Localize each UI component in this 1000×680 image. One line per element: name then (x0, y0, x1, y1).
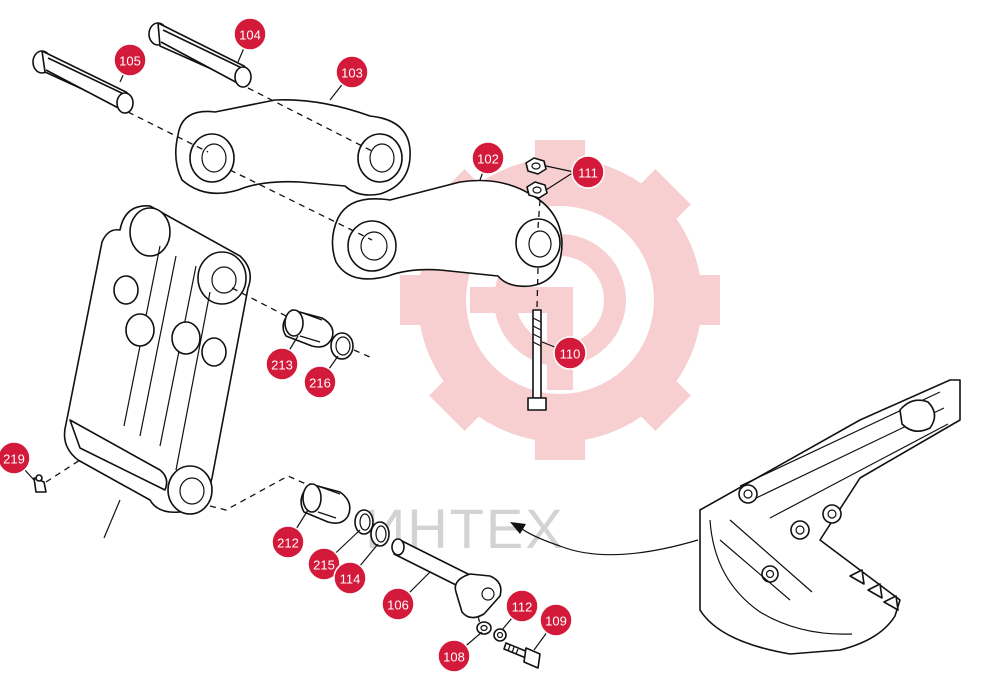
nut-111-upper (525, 157, 547, 175)
excavator-bucket-inset (699, 379, 961, 655)
callout-label: 112 (512, 600, 533, 615)
callout-badges: 105 104 103 102 111 110 213 216 219 212 215 114 106 1… (0, 17, 605, 673)
callout-label: 104 (239, 28, 261, 43)
callout-circle (381, 587, 415, 621)
callout-216: 216 (303, 365, 337, 399)
callout-label: 111 (578, 166, 598, 181)
callout-label: 106 (387, 598, 409, 613)
callout-106: 106 (381, 587, 415, 621)
arm-frame (63, 205, 251, 539)
callout-219: 219 (0, 441, 31, 475)
callout-label: 103 (341, 66, 363, 81)
link-102 (331, 179, 563, 288)
ring-114 (370, 521, 390, 547)
callout-label: 114 (340, 572, 361, 587)
callout-109: 109 (539, 603, 573, 637)
callout-label: 105 (119, 54, 141, 69)
callout-circle (233, 17, 267, 51)
callout-circle (307, 547, 341, 581)
link-103 (174, 99, 411, 196)
washer-108 (476, 621, 492, 635)
callout-circle (333, 561, 367, 595)
callout-label: 219 (3, 452, 25, 467)
pin-104 (148, 22, 252, 88)
callout-label: 108 (443, 650, 465, 665)
callout-102: 102 (471, 141, 505, 175)
assembly-dashed-lines (45, 87, 541, 625)
callout-label: 109 (545, 614, 567, 629)
callout-105: 105 (113, 43, 147, 77)
callout-label: 215 (313, 558, 335, 573)
callout-circle (271, 525, 305, 559)
callout-circle (471, 141, 505, 175)
callout-circle (553, 336, 587, 370)
callout-112: 112 (505, 589, 539, 623)
callout-circle (437, 639, 471, 673)
ring-216 (330, 332, 354, 360)
callout-110: 110 (553, 336, 587, 370)
callout-114: 114 (333, 561, 367, 595)
callout-label: 213 (271, 358, 293, 373)
callout-label: 212 (277, 536, 299, 551)
callout-circle (303, 365, 337, 399)
callout-circle (0, 441, 31, 475)
callout-circle (113, 43, 147, 77)
bolt-110 (527, 309, 547, 411)
ring-215 (354, 509, 374, 535)
bushing-212 (300, 483, 351, 524)
callout-215: 215 (307, 547, 341, 581)
nut-111-lower (526, 181, 548, 199)
pin-105 (32, 50, 134, 114)
callout-circle (265, 347, 299, 381)
callout-108: 108 (437, 639, 471, 673)
callout-label: 110 (560, 347, 581, 362)
callout-circle (571, 155, 605, 189)
grease-fitting-219 (33, 474, 47, 493)
callout-circle (539, 603, 573, 637)
callout-111: 111 (571, 155, 605, 189)
callout-212: 212 (271, 525, 305, 559)
callout-103: 103 (335, 55, 369, 89)
callout-circle (335, 55, 369, 89)
inset-pointer-arrow (510, 522, 699, 556)
callout-circle (505, 589, 539, 623)
pin-106 (391, 538, 502, 619)
bushing-213 (282, 309, 334, 348)
callout-213: 213 (265, 347, 299, 381)
callout-label: 216 (309, 376, 331, 391)
bolt-109 (503, 642, 541, 669)
callout-label: 102 (477, 152, 499, 167)
callout-104: 104 (233, 17, 267, 51)
washer-112 (493, 628, 507, 642)
